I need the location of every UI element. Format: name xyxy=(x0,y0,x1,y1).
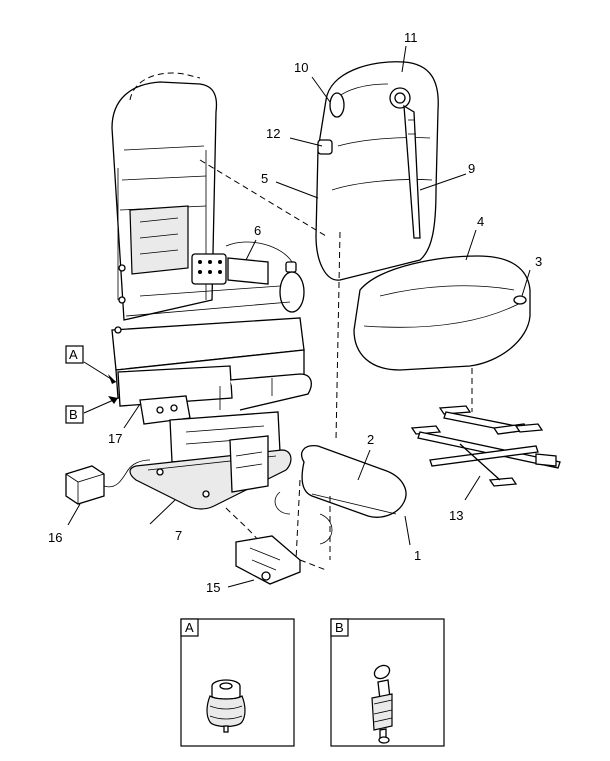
detail-b-label: B xyxy=(335,620,344,635)
seat-slides xyxy=(410,405,561,487)
air-bulb xyxy=(279,261,305,313)
callout-5: 5 xyxy=(261,171,268,186)
callout-10: 10 xyxy=(294,60,308,75)
callout-7: 7 xyxy=(175,528,182,543)
part-8-shape xyxy=(371,664,393,744)
lumbar-pad xyxy=(191,253,227,285)
callout-3: 3 xyxy=(535,254,542,269)
callout-12: 12 xyxy=(266,126,280,141)
armrest-mount xyxy=(225,507,327,585)
detail-markers: A B xyxy=(65,345,84,424)
callout-6: 6 xyxy=(254,223,261,238)
control-box xyxy=(65,459,151,505)
armrest xyxy=(274,445,407,561)
suspension-base xyxy=(129,411,292,510)
detail-a-label: A xyxy=(185,620,194,635)
back-cushion xyxy=(199,61,439,441)
seat-frame-assembly xyxy=(111,72,312,425)
callout-9: 9 xyxy=(468,161,475,176)
leader-lines xyxy=(67,45,531,691)
callout-2: 2 xyxy=(367,432,374,447)
marker-a-label: A xyxy=(69,347,78,362)
callout-13: 13 xyxy=(449,508,463,523)
detail-box-a: A xyxy=(180,618,295,747)
callout-17: 17 xyxy=(108,431,122,446)
detail-box-b: B xyxy=(330,618,445,747)
marker-b-label: B xyxy=(69,407,78,422)
callout-11: 11 xyxy=(404,30,418,45)
callout-16: 16 xyxy=(48,530,62,545)
seat-cushion xyxy=(353,255,531,412)
callout-1: 1 xyxy=(414,548,421,563)
callout-4: 4 xyxy=(477,214,484,229)
callout-15: 15 xyxy=(206,580,220,595)
part-14-shape xyxy=(206,679,246,733)
